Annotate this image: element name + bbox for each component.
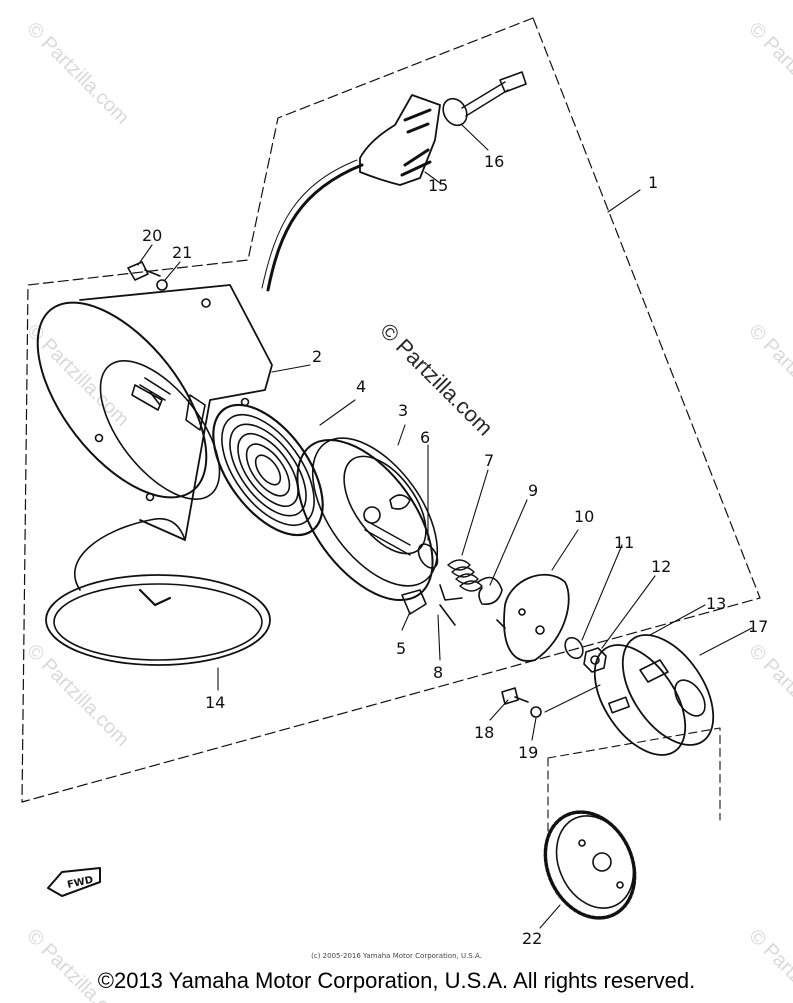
rope-pulley-part: [296, 437, 439, 602]
callout-7: 7: [484, 451, 494, 470]
leader-line-20: [137, 244, 153, 266]
callout-20: 20: [142, 226, 162, 245]
spring-clip-part: [439, 584, 463, 626]
leader-line-17: [699, 627, 753, 656]
ratchet-part: [401, 589, 427, 615]
starter-handle-part: [261, 94, 441, 292]
fwd-label: FWD: [66, 875, 94, 891]
washer-part: [156, 279, 168, 291]
assembly-outline: [21, 17, 761, 803]
housing-shaft: [139, 377, 171, 406]
leader-line-22: [539, 904, 561, 929]
starter-rope-part: [45, 518, 271, 666]
callout-4: 4: [356, 377, 366, 396]
nut-part: [583, 647, 607, 673]
bolt-part: [127, 261, 161, 281]
leader-line-8: [437, 614, 441, 661]
callout-2: 2: [312, 347, 322, 366]
fine-print: (c) 2005-2016 Yamaha Motor Corporation, …: [311, 952, 482, 960]
leader-line-1: [607, 189, 641, 213]
leader-line-19: [531, 717, 537, 741]
gear-leader-bracket: [547, 727, 721, 843]
leader-line-5: [401, 611, 411, 631]
snap-ring-part: [477, 576, 503, 606]
rope-retainer-part: [442, 71, 527, 127]
callout-5: 5: [396, 639, 406, 658]
leader-line-2: [271, 364, 311, 373]
callout-15: 15: [428, 176, 448, 195]
callout-18: 18: [474, 723, 494, 742]
starter-housing-part: [36, 284, 273, 541]
leader-line-7: [461, 469, 489, 556]
leader-line-11: [581, 544, 623, 641]
washer-part: [530, 706, 542, 718]
callout-3: 3: [398, 401, 408, 420]
leader-line-15: [424, 171, 441, 184]
callout-9: 9: [528, 481, 538, 500]
compression-spring-part: [447, 559, 483, 592]
callout-6: 6: [420, 428, 430, 447]
ring-gear-part: [543, 810, 637, 920]
callout-1: 1: [648, 173, 658, 192]
callout-14: 14: [205, 693, 225, 712]
starter-cup-part: [593, 634, 715, 756]
leader-line-extra: [544, 684, 601, 713]
leader-line-3: [397, 424, 406, 446]
leader-line-9: [489, 499, 528, 586]
copyright-notice: ©2013 Yamaha Motor Corporation, U.S.A. A…: [97, 968, 696, 993]
callout-22: 22: [522, 929, 542, 948]
spiral-spring-part: [212, 403, 324, 537]
leader-line-18: [489, 699, 509, 721]
callout-12: 12: [651, 557, 671, 576]
leader-line-4: [319, 399, 356, 426]
callout-8: 8: [433, 663, 443, 682]
washer-part: [564, 636, 584, 660]
leader-line-16: [461, 124, 489, 151]
callout-21: 21: [172, 243, 192, 262]
fwd-arrow-icon: [47, 867, 101, 897]
callout-16: 16: [484, 152, 504, 171]
callout-11: 11: [614, 533, 634, 552]
leader-line-12: [601, 575, 656, 649]
drive-plate-part: [496, 573, 570, 662]
callout-10: 10: [574, 507, 594, 526]
leader-line-13: [649, 604, 706, 636]
callout-13: 13: [706, 594, 726, 613]
callout-17: 17: [748, 617, 768, 636]
leader-line-21: [164, 261, 181, 281]
leader-line-10: [551, 529, 579, 571]
washer-part: [417, 543, 439, 569]
callout-19: 19: [518, 743, 538, 762]
bolt-part: [501, 687, 529, 705]
